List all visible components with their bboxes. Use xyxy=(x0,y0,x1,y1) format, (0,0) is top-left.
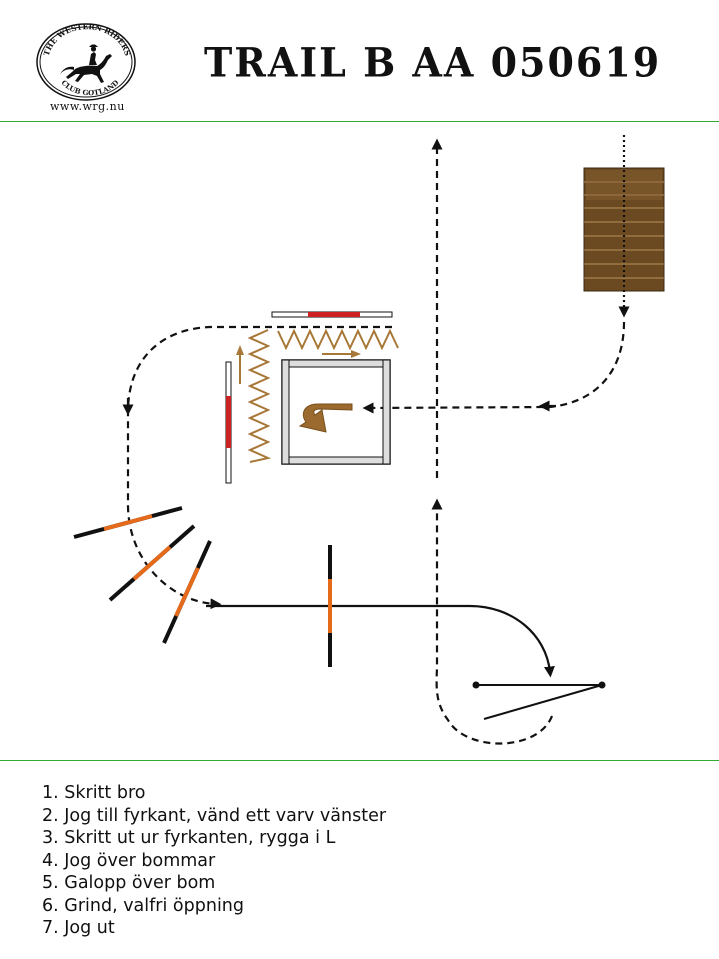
divider-top xyxy=(0,121,719,122)
step-item: 6. Grind, valfri öppning xyxy=(42,895,245,916)
step-item: 7. Jog ut xyxy=(42,918,115,938)
step-item: 5. Galopp över bom xyxy=(42,873,216,893)
step-item: 3. Skritt ut ur fyrkanten, rygga i L xyxy=(42,828,336,848)
back-l-top-pole xyxy=(271,311,393,318)
divider-bottom xyxy=(0,760,719,761)
jog-path-to-box xyxy=(362,321,626,414)
jog-pole-3 xyxy=(162,540,212,644)
trail-course-diagram xyxy=(73,135,665,745)
back-l-side-pole xyxy=(225,361,232,484)
jog-path-around xyxy=(126,325,392,610)
step-item: 2. Jog till fyrkant, vänd ett varv vänst… xyxy=(42,805,387,826)
page-title: TRAIL B AA 050619 xyxy=(204,38,662,87)
club-logo[interactable]: THE WESTERN RIDERS CLUB GOTLAND www.wrg.… xyxy=(34,16,138,113)
box xyxy=(281,359,391,465)
header: THE WESTERN RIDERS CLUB GOTLAND www.wrg.… xyxy=(0,0,719,121)
jog-out-path xyxy=(431,498,554,745)
horse-rider-logo-icon: THE WESTERN RIDERS CLUB GOTLAND xyxy=(36,22,136,101)
step-item: 1. Skritt bro xyxy=(42,783,146,803)
back-zigzag-marks xyxy=(236,328,399,463)
step-item: 4. Jog över bommar xyxy=(42,850,216,871)
lope-path xyxy=(206,604,555,678)
u-turn-arrow-icon xyxy=(298,403,353,433)
step-list: 1. Skritt bro 2. Jog till fyrkant, vänd … xyxy=(42,782,386,940)
jog-pole-1 xyxy=(73,506,183,539)
jog-pole-2 xyxy=(108,524,196,602)
gate xyxy=(472,681,606,720)
logo-url[interactable]: www.wrg.nu xyxy=(50,100,125,113)
